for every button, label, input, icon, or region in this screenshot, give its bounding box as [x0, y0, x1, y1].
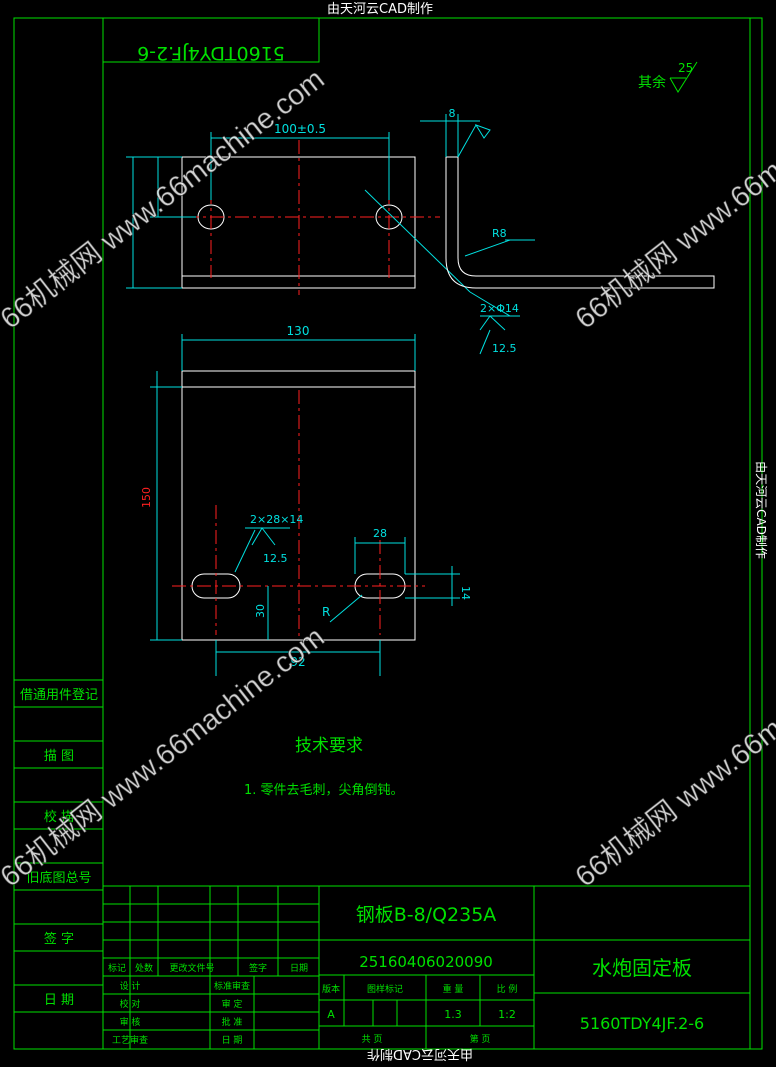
strip-item-date: 日 期 — [44, 993, 74, 1008]
sheets-total: 共 页 — [362, 1034, 383, 1045]
dim-slot-radius: R — [322, 605, 330, 619]
rev-header-count: 处数 — [135, 962, 153, 974]
tech-item-1: 1. 零件去毛刺，尖角倒钝。 — [244, 783, 404, 798]
rotated-drawing-code: 5160TDY4JF.2-6 — [137, 42, 285, 64]
side-view: 8 R8 2×Φ14 12.5 — [420, 107, 715, 355]
sign-row-process: 工艺审查 — [112, 1034, 148, 1046]
border-text-top: 由天河云CAD制作 — [327, 2, 433, 17]
rev-header-sign: 签字 — [249, 962, 267, 974]
top-view: 100±0.5 — [126, 122, 471, 295]
rev-header-docno: 更改文件号 — [169, 962, 214, 974]
dim-front-height: 150 — [140, 487, 153, 508]
strip-item-old-no: 旧底图总号 — [26, 870, 91, 886]
dim-thickness: 8 — [449, 107, 456, 120]
dim-hole-callout: 2×Φ14 — [480, 302, 519, 315]
dim-hole-roughness: 12.5 — [492, 342, 517, 355]
approval-row-std: 标准审查 — [214, 980, 250, 992]
sheet-no: 第 页 — [470, 1033, 491, 1045]
strip-item-register: 借通用件登记 — [20, 688, 98, 703]
col-header-version: 版本 — [322, 983, 340, 995]
sign-row-review: 审 核 — [120, 1016, 141, 1028]
approval-row-audit: 审 定 — [222, 998, 243, 1010]
dim-slot-roughness: 12.5 — [263, 552, 288, 565]
watermarks: 66机械网 www.66machine.com 66机械网 www.66mach… — [0, 62, 776, 894]
title-block: 钢板B-8/Q235A 25160406020090 水炮固定板 5160TDY… — [103, 885, 750, 1049]
material: 钢板B-8/Q235A — [356, 904, 497, 926]
dim-top-width: 100±0.5 — [274, 122, 326, 136]
rev-header-mark: 标记 — [108, 962, 126, 974]
surface-finish: 其余 25 — [638, 61, 698, 93]
scale-value: 1:2 — [498, 1008, 516, 1021]
border-text-right: 由天河云CAD制作 — [754, 461, 768, 559]
dim-bend-radius: R8 — [492, 227, 507, 240]
watermark-1: 66机械网 www.66machine.com — [0, 62, 331, 335]
weight-value: 1.3 — [444, 1008, 462, 1021]
strip-item-check-trace: 校 描 — [44, 809, 74, 825]
watermark-4: 66机械网 www.66machine.com — [569, 620, 776, 893]
tech-requirements: 技术要求 1. 零件去毛刺，尖角倒钝。 — [244, 736, 404, 798]
border-text-bottom: 由天河云CAD制作 — [367, 1046, 473, 1061]
watermark-2: 66机械网 www.66machine.com — [569, 62, 776, 335]
front-view: 130 150 2×28×14 12.5 28 14 30 92 R — [140, 324, 472, 676]
sign-row-design: 设 计 — [120, 980, 141, 992]
drawing-number: 5160TDY4JF.2-6 — [580, 1014, 704, 1033]
dim-slot-spacing: 92 — [290, 655, 305, 669]
dim-slot-length: 28 — [373, 527, 387, 540]
left-strip: 借通用件登记 描 图 校 描 旧底图总号 签 字 日 期 — [14, 679, 103, 1013]
col-header-weight: 重 量 — [443, 983, 464, 995]
surface-finish-value: 25 — [678, 61, 693, 75]
sign-row-check: 校 对 — [120, 998, 141, 1010]
approval-row-date: 日 期 — [222, 1035, 243, 1046]
rotated-code-box: 5160TDY4JF.2-6 — [102, 17, 320, 64]
sheet-frame — [13, 17, 763, 1050]
dim-front-width: 130 — [287, 324, 310, 338]
dim-slot-callout: 2×28×14 — [250, 513, 303, 526]
rev-header-date: 日期 — [290, 963, 308, 974]
approval-row-approve: 批 准 — [222, 1016, 243, 1028]
col-header-scale: 比 例 — [497, 983, 518, 995]
dim-slot-offset: 30 — [254, 604, 267, 618]
surface-finish-label: 其余 — [638, 74, 666, 91]
dim-slot-width: 14 — [459, 586, 472, 600]
col-header-mark: 图样标记 — [367, 983, 403, 995]
part-name: 水炮固定板 — [592, 956, 692, 980]
tech-title: 技术要求 — [295, 736, 363, 756]
strip-item-sign: 签 字 — [44, 931, 74, 947]
part-number: 25160406020090 — [359, 953, 493, 971]
strip-item-trace: 描 图 — [44, 749, 74, 764]
version-value: A — [327, 1008, 335, 1021]
